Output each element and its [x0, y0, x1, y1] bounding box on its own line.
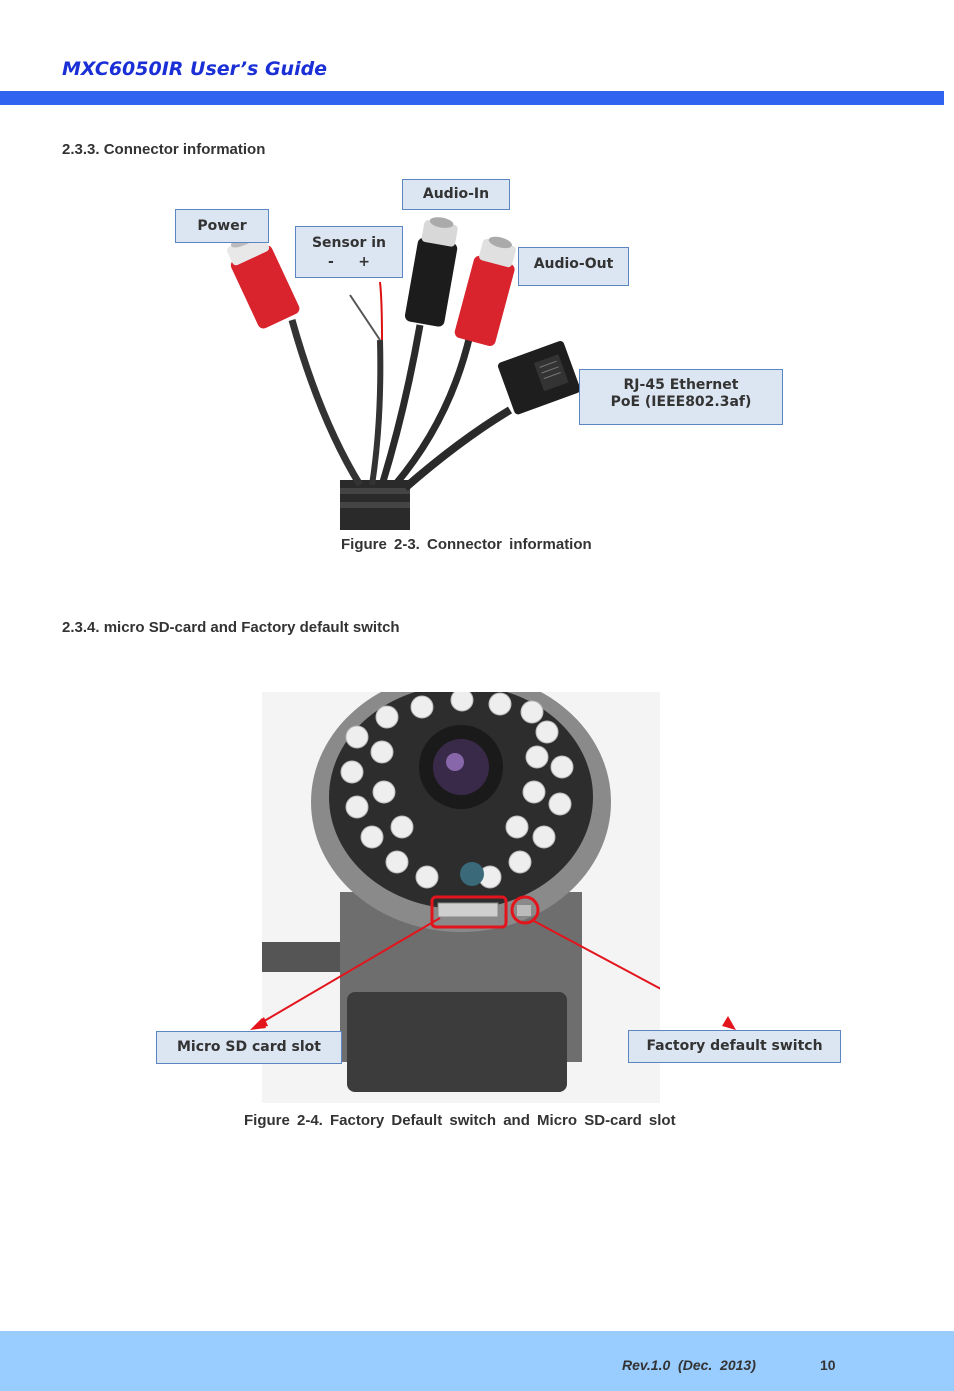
document-title: MXC6050IR User’s Guide [62, 58, 328, 80]
section-heading-sdcard: 2.3.4. micro SD-card and Factory default… [62, 619, 400, 636]
label-sensor-in: Sensor in - + [295, 226, 403, 278]
sensor-polarity: - + [328, 254, 370, 270]
label-power: Power [175, 209, 269, 243]
page-number: 10 [820, 1357, 836, 1373]
label-micro-sd: Micro SD card slot [156, 1031, 342, 1064]
rj45-line1: RJ-45 Ethernet [623, 377, 739, 393]
figure-caption-2-3: Figure 2-3. Connector information [341, 536, 592, 553]
camera-front-photo [262, 692, 660, 1103]
sensor-in-text: Sensor in [311, 235, 387, 251]
label-audio-in: Audio-In [402, 179, 510, 210]
connector-cable-photo [227, 217, 581, 530]
header-rule [0, 91, 944, 105]
revision-text: Rev.1.0 (Dec. 2013) [622, 1357, 756, 1373]
figure-caption-2-4: Figure 2-4. Factory Default switch and M… [244, 1112, 676, 1129]
rj45-line2: PoE (IEEE802.3af) [610, 394, 752, 410]
arrow-heads [250, 1016, 736, 1030]
label-rj45: RJ-45 Ethernet PoE (IEEE802.3af) [579, 369, 783, 425]
label-factory-default: Factory default switch [628, 1030, 841, 1063]
footer-bar [0, 1331, 954, 1391]
label-audio-out: Audio-Out [518, 247, 629, 286]
section-heading-connector: 2.3.3. Connector information [62, 141, 266, 158]
